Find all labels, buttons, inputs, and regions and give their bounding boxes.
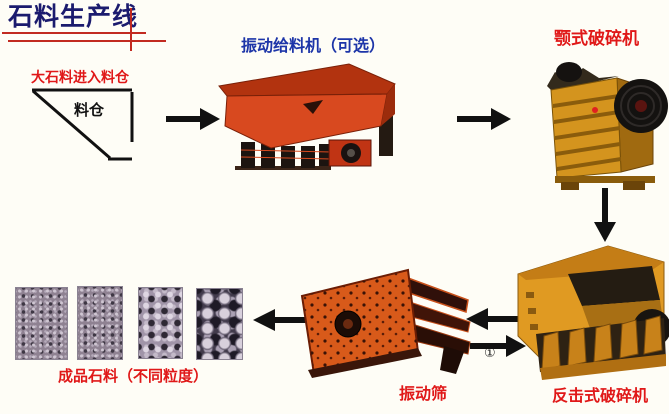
page-title: 石料生产线: [8, 3, 139, 31]
impact-crusher-image: [517, 245, 669, 380]
feeder-label: 振动给料机（可选）: [241, 38, 386, 55]
bin-caption: 大石料进入料仓: [31, 69, 129, 85]
bin-outline-drawing: [32, 88, 134, 161]
arrow-impact-to-screen-icon: [466, 308, 522, 330]
arrow-screen-to-product-icon: [253, 309, 309, 331]
arrow-screen-return-to-impact-icon: [470, 335, 526, 357]
jaw-crusher-image: [547, 62, 668, 190]
vibrating-screen-label: 振动筛: [399, 386, 448, 403]
impact-crusher-label: 反击式破碎机: [552, 388, 649, 405]
feeder-springs: [240, 142, 332, 168]
arrow-jaw-to-impact-icon: [594, 188, 616, 242]
jaw-crusher-label: 颚式破碎机: [554, 29, 639, 48]
gravel-pile-2: [77, 286, 123, 360]
title-vertical-rule: [130, 8, 132, 51]
return-flow-mark: ①: [484, 345, 496, 360]
vibrating-screen-image: [300, 268, 471, 378]
gravel-pile-3: [138, 287, 183, 359]
title-underline-top: [2, 32, 146, 34]
gravel-pile-1: [15, 287, 68, 360]
title-underline-bottom: [8, 40, 166, 42]
arrow-feeder-to-jaw-icon: [457, 108, 511, 130]
finished-product-label: 成品石料（不同粒度）: [58, 368, 209, 385]
vibrating-feeder-image: [218, 63, 396, 170]
arrow-bin-to-feeder-icon: [166, 108, 220, 130]
gravel-pile-4: [196, 288, 243, 360]
bin-label: 料仓: [74, 102, 105, 119]
